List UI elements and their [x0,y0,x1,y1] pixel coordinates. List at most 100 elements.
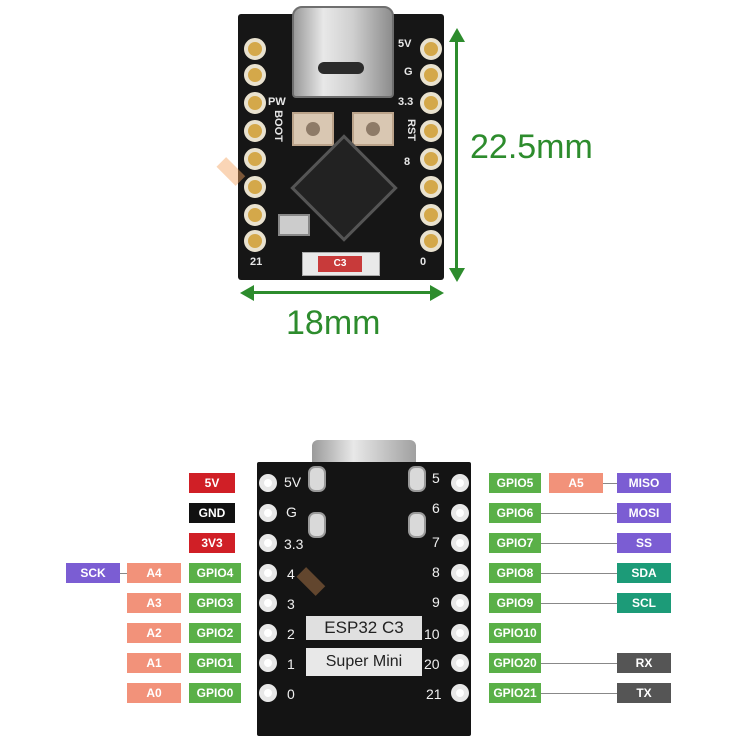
width-dimension-line [248,291,438,294]
mount-oval [408,466,426,492]
pin-number: 6 [432,500,440,516]
silk-33: 3.3 [398,96,414,108]
label-gpio0: GPIO0 [189,683,241,703]
pin-hole [451,504,469,522]
pad [244,204,266,226]
arrow-right-icon [430,285,444,301]
pad [244,38,266,60]
label-ss: SS [617,533,671,553]
label-gpio1: GPIO1 [189,653,241,673]
height-label: 22.5mm [470,128,593,166]
pin-hole [451,534,469,552]
label-mosi: MOSI [617,503,671,523]
connector-line [541,693,617,694]
label-gpio8: GPIO8 [489,563,541,583]
arrow-up-icon [449,28,465,42]
pin-hole [259,594,277,612]
label-a3: A3 [127,593,181,613]
label-gpio6: GPIO6 [489,503,541,523]
pin-hole [259,474,277,492]
pin-hole [259,624,277,642]
connector-line [120,573,128,574]
crystal [278,214,310,236]
pin-number: 2 [287,626,295,642]
pin-number: 3 [287,596,295,612]
pin-number: 8 [432,564,440,580]
pin-number: 4 [287,566,295,582]
arrow-down-icon [449,268,465,282]
pin-hole [451,474,469,492]
bottom-board [257,462,471,736]
label-tx: TX [617,683,671,703]
label-a0: A0 [127,683,181,703]
pad [420,120,442,142]
pin-number: 21 [426,686,442,702]
pin-hole [259,534,277,552]
pad [244,148,266,170]
label-a4: A4 [127,563,181,583]
label-5v: 5V [189,473,235,493]
reset-button [352,112,394,146]
label-a5: A5 [549,473,603,493]
label-gpio2: GPIO2 [189,623,241,643]
connector-line [541,663,617,664]
usb-c-slot [318,62,364,74]
pin-number: G [286,504,297,520]
pad [244,230,266,252]
pad [420,230,442,252]
label-a1: A1 [127,653,181,673]
silk-boot: BOOT [271,110,284,142]
pin-hole [451,654,469,672]
pin-number: 5V [284,474,302,490]
pin-number: 1 [287,656,295,672]
connector-line [541,603,617,604]
label-3v3: 3V3 [189,533,235,553]
label-sck: SCK [66,563,120,583]
height-dimension-line [455,36,458,276]
pad [244,92,266,114]
antenna-label: C3 [318,256,362,272]
pin-number: 5 [432,470,440,486]
pin-number: 7 [432,534,440,550]
label-gpio20: GPIO20 [489,653,541,673]
pad [244,64,266,86]
label-gpio5: GPIO5 [489,473,541,493]
pin-hole [451,564,469,582]
label-scl: SCL [617,593,671,613]
silk-g: G [404,66,413,78]
connector-line [541,573,617,574]
label-gpio4: GPIO4 [189,563,241,583]
pad [420,38,442,60]
width-label: 18mm [286,304,381,342]
pin-hole [259,564,277,582]
pad [244,176,266,198]
boot-button [292,112,334,146]
silk-0: 0 [420,256,427,268]
pad [244,120,266,142]
label-rx: RX [617,653,671,673]
silk-21: 21 [250,256,263,268]
label-a2: A2 [127,623,181,643]
mount-oval [308,466,326,492]
label-miso: MISO [617,473,671,493]
antenna [302,252,380,276]
label-sda: SDA [617,563,671,583]
pin-hole [451,594,469,612]
connector-line [541,543,617,544]
pin-number: 20 [424,656,440,672]
pin-hole [259,654,277,672]
label-gpio10: GPIO10 [489,623,541,643]
pad [420,92,442,114]
pin-hole [451,684,469,702]
pin-number: 3.3 [284,536,304,552]
usb-c-connector [292,6,394,98]
pin-hole [259,684,277,702]
label-gpio3: GPIO3 [189,593,241,613]
label-gnd: GND [189,503,235,523]
pad [420,204,442,226]
pad [420,176,442,198]
mount-oval [408,512,426,538]
pin-hole [259,504,277,522]
usb-c-connector-bottom [312,440,416,464]
label-gpio7: GPIO7 [489,533,541,553]
